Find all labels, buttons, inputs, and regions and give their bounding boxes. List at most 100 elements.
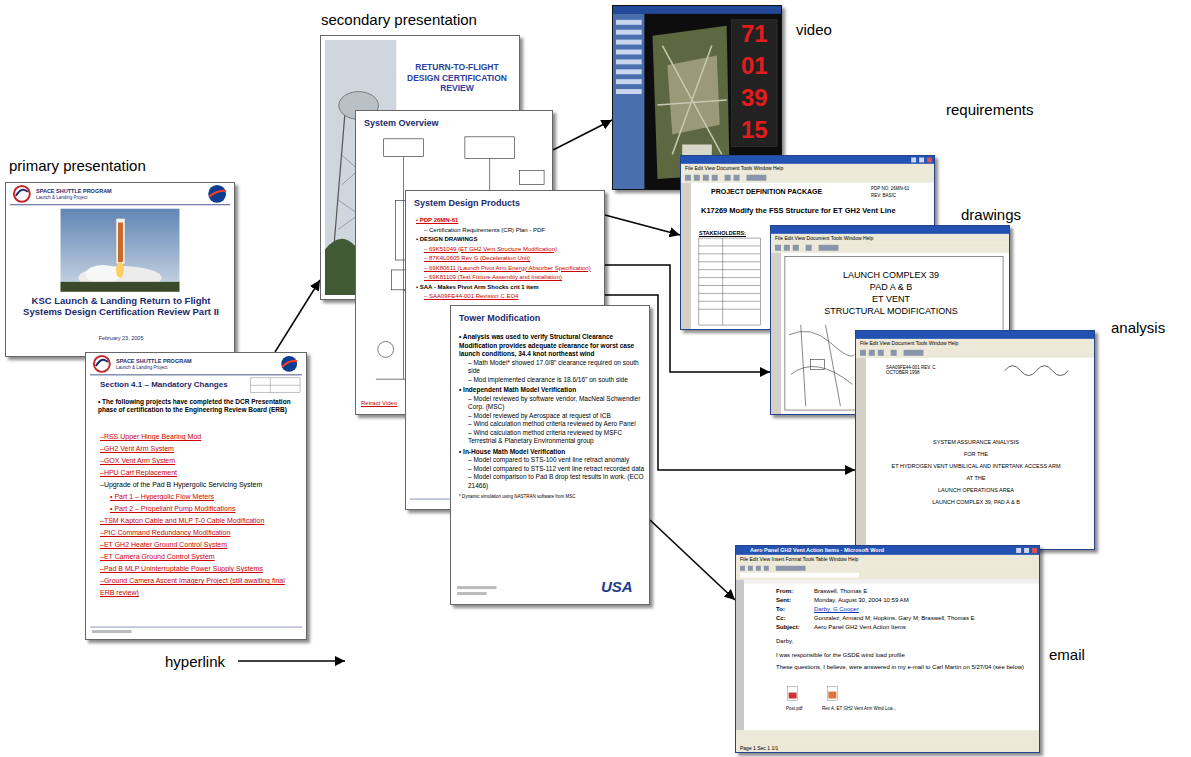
menu-bar: File Edit View Document Tools Window Hel…: [860, 340, 958, 346]
text-holder: K17269 Modify the FSS Structure for ET G…: [701, 206, 929, 215]
document-label: secondary presentation: [321, 11, 477, 29]
attachment-name: Post.pdf: [786, 706, 803, 711]
bullet-text: • The following projects have completed …: [98, 398, 298, 414]
email-value: Gonzalez, Armand M; Hopkins, Gary M; Bra…: [814, 615, 975, 621]
text-holder: Tower Modification: [459, 313, 540, 323]
text-holder: Monday, August 30, 2004 10:59 AM: [814, 597, 909, 603]
text-holder: 01: [741, 54, 768, 78]
hyperlink-arrow: [605, 215, 680, 235]
document-field: REV: BASIC: [871, 193, 896, 198]
project-header: Launch & Landing Project: [116, 365, 168, 370]
email-field: From:: [776, 588, 793, 594]
attachment-name: Rev A. ET GH2 Vent Arm Wind Loa...: [822, 706, 896, 711]
slide-title: KSC Launch & Landing Return to Flight Sy…: [16, 295, 226, 318]
text-holder: video: [796, 21, 832, 39]
hyperlink-text: –TSM Kapton Cable and MLP T-0 Cable Modi…: [100, 515, 300, 527]
text-holder: Page 1 Sec 1 1/1: [740, 745, 778, 751]
hyperlink-text: –Ground Camera Ascent Imagery Project (s…: [100, 575, 300, 599]
text-holder: Gonzalez, Armand M; Hopkins, Gary M; Bra…: [814, 615, 975, 621]
bullet-text: – Math Model* showed 17.0/8" clearance r…: [459, 359, 645, 376]
text-holder: PAD A & B: [791, 282, 991, 293]
drawing-title: LAUNCH COMPLEX 39: [791, 270, 991, 281]
document-label: primary presentation: [9, 157, 146, 175]
hyperlink-arrow: [553, 120, 612, 150]
document-title: LAUNCH COMPLEX 39, PAD A & B: [871, 499, 1081, 505]
text-holder: Retract Video: [361, 400, 397, 406]
bullet-text: • SAA - Makes Pivot Arm Shocks crit 1 it…: [416, 283, 602, 293]
text-holder: Aero Panel GH2 Vent Action Items - Micro…: [750, 547, 884, 553]
hyperlink-text: –Pad B MLP Uninterruptable Power Supply …: [100, 563, 300, 575]
document-label: email: [1049, 646, 1085, 664]
timecode-digits: 71: [741, 22, 768, 46]
document-label: analysis: [1111, 319, 1165, 337]
window-title: Aero Panel GH2 Vent Action Items - Micro…: [750, 547, 884, 553]
text-holder: February 23, 2005: [16, 335, 226, 341]
hyperlink-text: –RSS Upper Hinge Bearing Mod: [100, 431, 300, 443]
text-holder: STRUCTURAL MODIFICATIONS: [791, 306, 991, 317]
document-title: AT THE: [871, 475, 1081, 481]
table-heading: STAKEHOLDERS:: [699, 230, 746, 236]
slide-title: Section 4.1 – Mandatory Changes: [100, 380, 228, 389]
text-column: –RSS Upper Hinge Bearing Mod–GH2 Vent Ar…: [100, 431, 300, 599]
analysis-slide: Tower ModificationUSA • Analysis was used…: [450, 305, 650, 605]
text-holder: REV: BASIC: [871, 193, 896, 198]
hyperlink-text: –GOX Vent Arm System: [100, 455, 300, 467]
timecode-digits: 01: [741, 54, 768, 78]
text-holder: 39: [741, 86, 768, 110]
hyperlink-text: • PDP 26MN-61: [416, 216, 602, 226]
text-holder: Post.pdf: [786, 706, 803, 711]
text-holder: Braswell, Thomas E: [814, 588, 867, 594]
email-value: Monday, August 30, 2004 10:59 AM: [814, 597, 909, 603]
email-field: Sent:: [776, 597, 791, 603]
text-holder: SPACE SHUTTLE PROGRAM: [36, 188, 112, 194]
bullet-text: – Model reviewed by Aerospace at request…: [459, 412, 645, 421]
text-holder: PDP NO: 26MN-61: [871, 186, 909, 191]
title-slide: primary presentationSPACE SHUTTLE PROGRA…: [5, 182, 235, 357]
text-holder: File Edit View Document Tools Window Hel…: [775, 235, 873, 241]
project-header: Launch & Landing Project: [36, 195, 88, 200]
hyperlink-text: –PIC Command Redundancy Modification: [100, 527, 300, 539]
hyperlink-text: • Part 2 – Propellant Pump Modifications: [100, 503, 300, 515]
footnote: * Dynamic simulation using NASTRAN softw…: [459, 494, 645, 499]
text-holder: Launch & Landing Project: [36, 195, 88, 200]
document-title: ET HYDROGEN VENT UMBILICAL AND INTERTANK…: [871, 463, 1081, 469]
text-holder: LAUNCH COMPLEX 39: [791, 270, 991, 281]
text-holder: LAUNCH COMPLEX 39, PAD A & B: [871, 499, 1081, 505]
slide-artwork: [6, 183, 234, 356]
text-holder: Darby,: [776, 638, 793, 645]
text-holder: File Edit View Document Tools Window Hel…: [860, 340, 958, 346]
email-value: Darby, G Cooper: [814, 606, 859, 612]
bullet-text: – Model compared to STS-100 vent line re…: [459, 456, 645, 465]
text-holder: STAKEHOLDERS:: [699, 230, 746, 236]
logo-text: USA: [601, 578, 633, 595]
menu-bar: File Edit View Document Tools Window Hel…: [775, 235, 873, 241]
email-field: Cc:: [776, 615, 786, 621]
email-body: I was responsible for the GSDE wind load…: [776, 652, 905, 659]
email-body: Darby,: [776, 638, 793, 645]
legend-arrow: [238, 660, 345, 662]
hyperlink-text: – 69K81109 (Test Fixture Assembly and In…: [416, 273, 602, 283]
slide-title: RETURN-TO-FLIGHT DESIGN CERTIFICATION RE…: [399, 62, 515, 94]
text-holder: 15: [741, 118, 768, 142]
text-holder: System Overview: [364, 118, 439, 128]
text-holder: primary presentation: [9, 157, 146, 175]
bullet-text: • DESIGN DRAWINGS: [416, 235, 602, 245]
hyperlink-text: Retract Video: [361, 400, 397, 406]
text-holder: Cc:: [776, 615, 786, 621]
menu-bar: File Edit View Document Tools Window Hel…: [685, 165, 783, 171]
text-holder: • The following projects have completed …: [98, 398, 298, 414]
document-label: video: [796, 21, 832, 39]
timecode-digits: 39: [741, 86, 768, 110]
email-field: To:: [776, 606, 785, 612]
word-window: [736, 546, 1039, 752]
bullet-text: – Model compared to STS-112 vent line re…: [459, 465, 645, 474]
bullet-text: – Wind calculation method criteria revie…: [459, 429, 645, 446]
hyperlink-text: – SAA09FE44-001 Revision C EO4: [416, 292, 602, 302]
text-holder: Aero Panel GH2 Vent Action Items: [814, 624, 906, 630]
text-holder: drawings: [961, 206, 1021, 224]
text-holder: RETURN-TO-FLIGHT DESIGN CERTIFICATION RE…: [399, 62, 515, 94]
text-column: • Analysis was used to verify Structural…: [459, 331, 645, 499]
bullet-text: – Model comparison to Pad B drop test re…: [459, 473, 645, 490]
text-holder: KSC Launch & Landing Return to Flight Sy…: [16, 295, 226, 318]
text-holder: FOR THE: [871, 451, 1081, 457]
